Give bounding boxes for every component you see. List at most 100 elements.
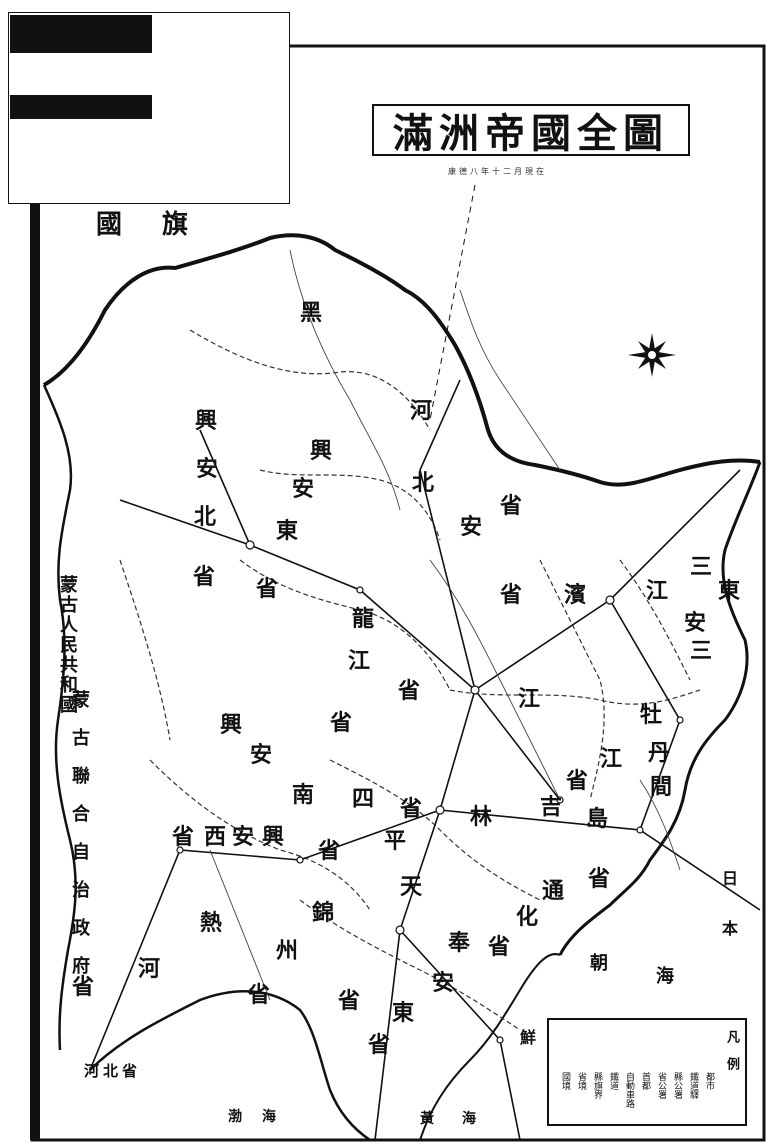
province-siping-3: 省	[318, 838, 341, 864]
province-xingan-west-2: 安	[232, 824, 255, 850]
compass-rose-icon	[628, 333, 676, 377]
province-dongan-2: 安	[684, 610, 707, 636]
province-xingan-south-4: 省	[330, 710, 353, 736]
legend-item: 鐵道	[608, 1072, 618, 1090]
province-binjiang-3: 省	[566, 768, 589, 794]
province-jilin-3: 省	[400, 796, 423, 822]
legend-item: 首都	[640, 1072, 650, 1090]
legend-item: 鐵道驛	[688, 1072, 698, 1099]
region-korea-bottom: 鮮	[520, 1028, 537, 1047]
province-mudanjiang-3: 江	[600, 746, 623, 772]
province-xingan-south-1: 興	[220, 712, 243, 738]
province-heihe-1: 黑	[300, 300, 323, 326]
province-longjiang-3: 省	[398, 678, 421, 704]
region-japan: 日本	[719, 870, 738, 970]
map-subtitle: 康德八年十二月現在	[448, 167, 547, 176]
region-huanghai: 黃海	[420, 1111, 504, 1127]
province-xingan-east-3: 東	[276, 518, 299, 544]
map-title-box: 滿洲帝國全圖	[372, 104, 690, 157]
province-fengtian-3: 省	[338, 988, 361, 1014]
province-jinzhou-3: 省	[248, 982, 271, 1008]
region-bohai: 渤海	[228, 1109, 296, 1125]
province-longjiang-2: 江	[348, 648, 371, 674]
province-binjiang-1: 濱	[564, 582, 587, 608]
province-xingan-south-2: 安	[250, 742, 273, 768]
province-andong-1: 安	[432, 970, 455, 996]
legend-item: 都市	[704, 1072, 714, 1090]
region-korea-label: 朝	[590, 953, 608, 974]
province-jinzhou-2: 州	[276, 938, 299, 964]
province-mudanjiang-1: 牡	[640, 702, 663, 728]
province-beian-3: 省	[500, 582, 523, 608]
province-borders	[119, 329, 701, 1031]
province-xingan-north-2: 安	[196, 456, 219, 482]
region-japan-sea: 海	[656, 966, 674, 987]
province-xingan-east-2: 安	[292, 476, 315, 502]
province-jilin-1: 吉	[540, 794, 563, 820]
province-xingan-west-3: 西	[204, 824, 227, 850]
region-mengjiang: 蒙古聯合自治政府	[69, 690, 90, 994]
map-frame-left-bar	[30, 200, 40, 1140]
province-sanjiang-3: 三	[690, 638, 713, 664]
province-binjiang-2: 江	[518, 686, 541, 712]
province-jiandao-3: 省	[588, 866, 611, 892]
province-sanjiang-2: 江	[646, 578, 669, 604]
province-longjiang-1: 龍	[352, 606, 375, 632]
province-xingan-south-3: 南	[292, 782, 315, 808]
legend-title: 凡例	[724, 1030, 739, 1084]
province-tonghua-3: 省	[488, 934, 511, 960]
south-coast	[89, 990, 371, 1142]
province-xingan-west-1: 興	[262, 824, 285, 850]
legend-item: 縣旗界	[592, 1072, 602, 1099]
province-dongan-1: 東	[718, 578, 741, 604]
legend-item: 省公署	[656, 1072, 666, 1099]
province-beian-1: 北	[412, 470, 435, 496]
region-guoqi: 國旗	[96, 210, 229, 240]
legend-item: 縣公署	[672, 1072, 682, 1099]
province-rehe-1: 熱	[200, 910, 223, 936]
flag-stripe-top	[10, 15, 152, 53]
legend-item: 省境	[576, 1072, 586, 1090]
province-andong-2: 東	[392, 1000, 415, 1026]
province-xingan-north-1: 興	[195, 408, 218, 434]
province-heihe-2: 河	[410, 398, 433, 424]
region-mongol-republic: 蒙古人民共和國	[57, 575, 78, 715]
flag-box	[8, 12, 290, 204]
railways	[89, 379, 761, 1141]
province-fengtian-1: 奉	[448, 930, 471, 956]
map-title: 滿洲帝國全圖	[393, 110, 669, 157]
province-fengtian-2: 天	[400, 874, 423, 900]
province-sanjiang-1: 三	[690, 554, 713, 580]
west-border	[42, 384, 77, 1051]
rivers	[209, 249, 681, 1001]
province-xingan-west-4: 省	[172, 824, 195, 850]
province-tonghua-2: 化	[516, 904, 539, 930]
province-jinzhou-1: 錦	[312, 900, 335, 926]
province-siping-2: 平	[384, 828, 407, 854]
province-xingan-north-3: 北	[194, 504, 217, 530]
province-heihe-3: 省	[500, 493, 523, 519]
province-jiandao-2: 島	[586, 806, 609, 832]
province-andong-3: 省	[368, 1032, 391, 1058]
legend-item: 自動車路	[624, 1072, 634, 1108]
settlement-dots	[176, 540, 684, 1044]
province-xingan-north-4: 省	[193, 564, 216, 590]
province-rehe-3: 省	[72, 974, 95, 1000]
east-border	[558, 461, 762, 956]
meridian-line	[429, 184, 476, 421]
province-xingan-east-4: 省	[256, 576, 279, 602]
province-beian-2: 安	[460, 514, 483, 540]
map-legend: 凡例 國境 省境 縣旗界 鐵道 自動車路 首都 省公署 縣公署 鐵道驛 都市	[547, 1018, 747, 1126]
province-jiandao-1: 間	[650, 774, 673, 800]
province-tonghua-1: 通	[542, 878, 565, 904]
province-rehe-2: 河	[138, 956, 161, 982]
province-mudanjiang-2: 丹	[648, 740, 671, 766]
province-jilin-2: 林	[470, 804, 493, 830]
province-xingan-east-1: 興	[310, 438, 333, 464]
flag-stripe-bottom	[10, 95, 152, 119]
liaodong-coast	[419, 953, 561, 1141]
region-hebei: 河北省	[84, 1062, 142, 1080]
legend-item: 國境	[560, 1072, 570, 1090]
national-border	[42, 233, 761, 487]
